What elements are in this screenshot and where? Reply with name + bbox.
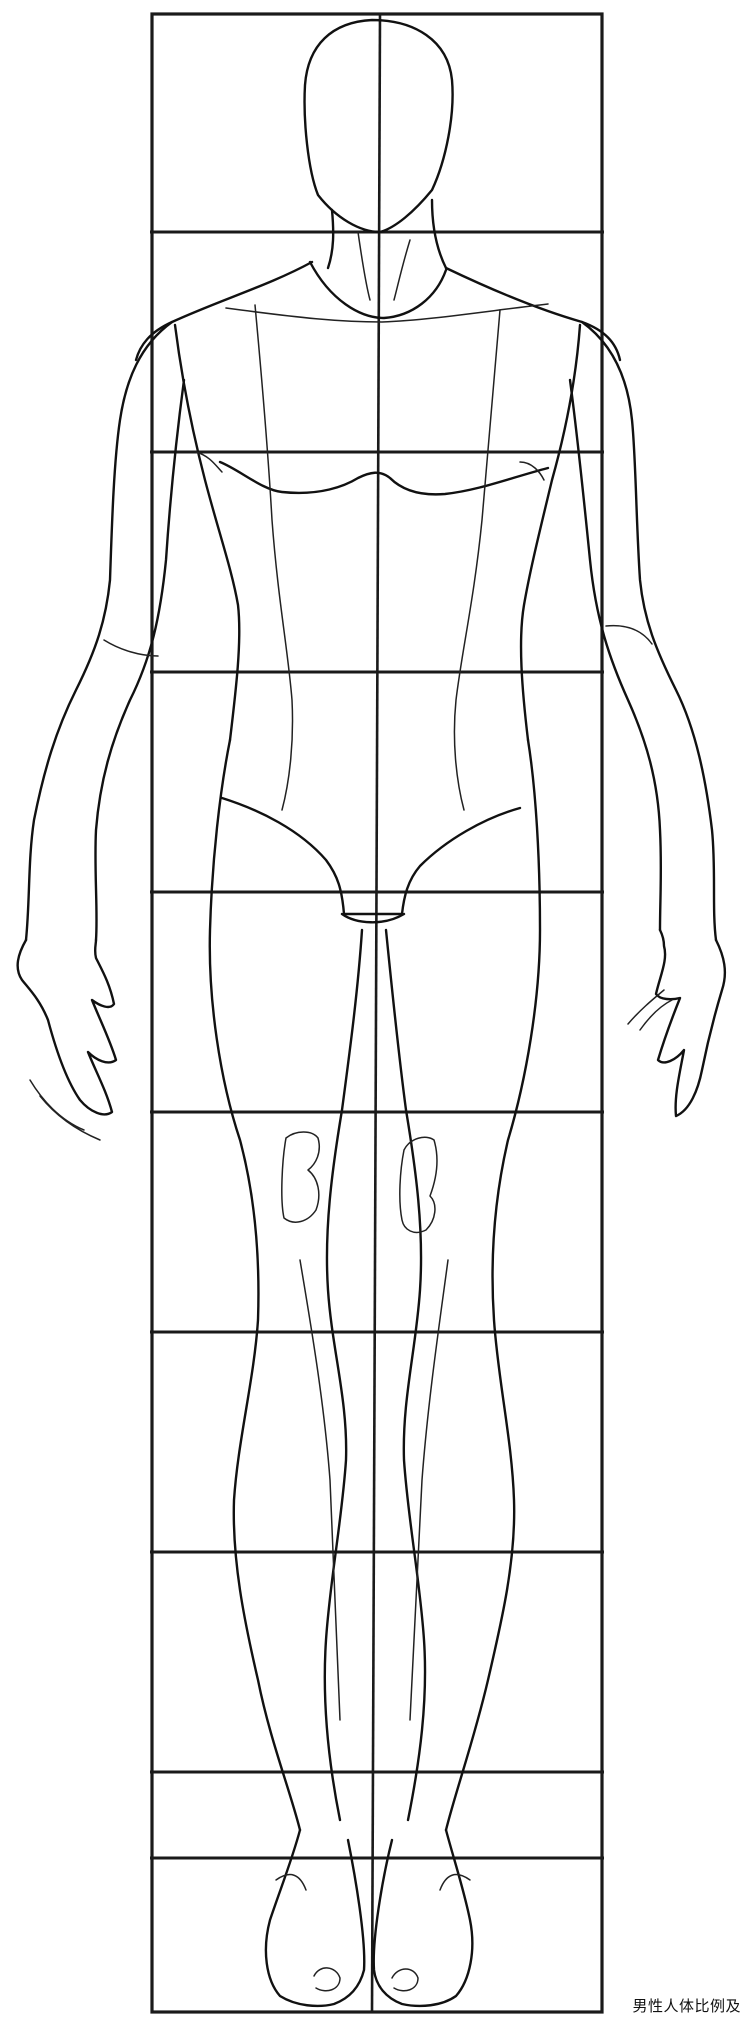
inner-torso-left xyxy=(255,305,293,810)
foot-right xyxy=(374,1830,473,2006)
hand-left xyxy=(18,940,116,1114)
leg-right-inner xyxy=(386,930,425,1820)
arm-left-inner xyxy=(95,380,184,940)
neck-line-right xyxy=(394,240,410,300)
ankle-right xyxy=(440,1875,470,1890)
foot-left xyxy=(266,1830,364,2006)
hand-right-fingers xyxy=(628,990,672,1030)
pelvis-shape xyxy=(222,798,520,914)
elbow-right xyxy=(606,626,652,644)
leg-left-outer xyxy=(210,740,300,1830)
pelvis-bottom xyxy=(342,914,404,922)
arm-right-inner xyxy=(570,380,661,930)
shin-left-line xyxy=(300,1260,340,1720)
leg-right-outer xyxy=(446,740,540,1830)
knee-right xyxy=(400,1137,437,1232)
torso-left xyxy=(175,325,239,740)
neck-left xyxy=(328,210,333,268)
caption-label: 男性人体比例及 xyxy=(632,1995,741,2016)
neck-right xyxy=(432,200,446,268)
neck-line-left xyxy=(358,232,370,300)
hand-right xyxy=(656,930,725,1116)
knee-left xyxy=(282,1132,319,1222)
inner-torso-right xyxy=(454,310,500,810)
shoulder-left xyxy=(136,262,312,360)
toe-right xyxy=(392,1969,418,1991)
arm-left-outer xyxy=(26,322,172,940)
center-line xyxy=(372,14,380,2012)
leg-left-inner xyxy=(325,930,362,1820)
proportion-grid xyxy=(150,14,604,2012)
toe-left xyxy=(314,1968,340,1991)
